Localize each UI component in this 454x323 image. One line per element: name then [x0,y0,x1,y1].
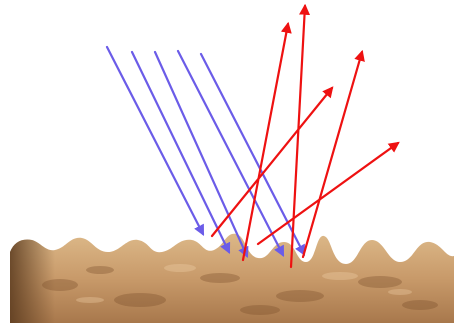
reflected-rays [212,6,398,267]
reflected-ray [303,52,362,257]
reflected-ray [258,143,398,244]
rough-surface [10,234,454,323]
incident-ray [155,52,247,256]
incident-ray [107,47,203,234]
incident-ray [178,51,283,255]
incident-rays [107,47,304,256]
reflected-ray [243,24,288,260]
